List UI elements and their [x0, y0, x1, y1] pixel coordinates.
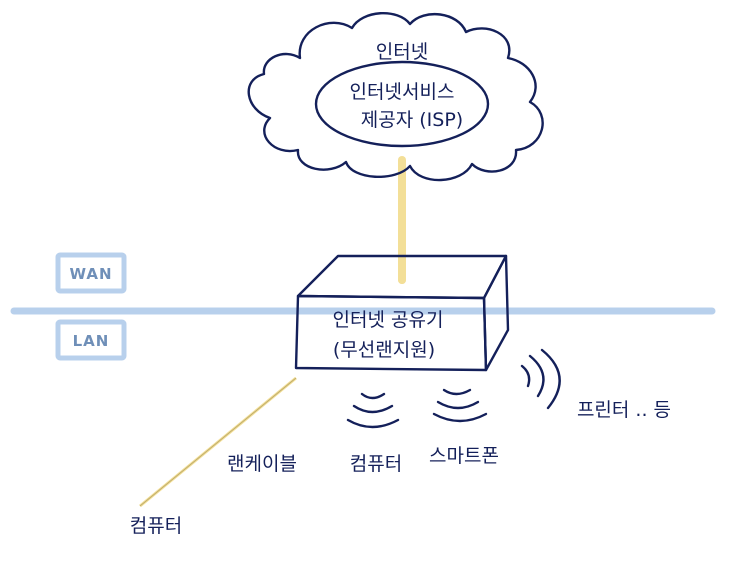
lan-cable-label: 랜케이블	[227, 453, 297, 475]
isp-ellipse	[314, 60, 490, 148]
isp-label-line2: 제공자 (ISP)	[361, 109, 463, 131]
router-label-line2: (무선랜지원)	[333, 339, 435, 361]
lan-label: LAN	[73, 332, 110, 350]
printer-label: 프린터 .. 등	[577, 399, 671, 421]
isp-label-line1: 인터넷서비스	[350, 81, 455, 103]
wifi-signal-computer-icon	[346, 392, 400, 429]
lan-label-box: LAN	[55, 319, 127, 361]
router-box-icon	[294, 254, 510, 372]
wireless-computer-label: 컴퓨터	[350, 453, 402, 475]
wired-computer-label: 컴퓨터	[130, 515, 182, 537]
wifi-signal-smartphone-icon	[432, 388, 488, 423]
internet-cloud-icon	[247, 11, 544, 182]
lan-cable-ink	[139, 377, 297, 507]
smartphone-label: 스마트폰	[429, 445, 499, 467]
wan-label-box: WAN	[55, 252, 127, 294]
wifi-signal-printer-icon	[520, 348, 561, 410]
cloud-title: 인터넷	[376, 41, 428, 63]
wan-label: WAN	[69, 265, 112, 283]
router-label-line1: 인터넷 공유기	[333, 309, 444, 331]
